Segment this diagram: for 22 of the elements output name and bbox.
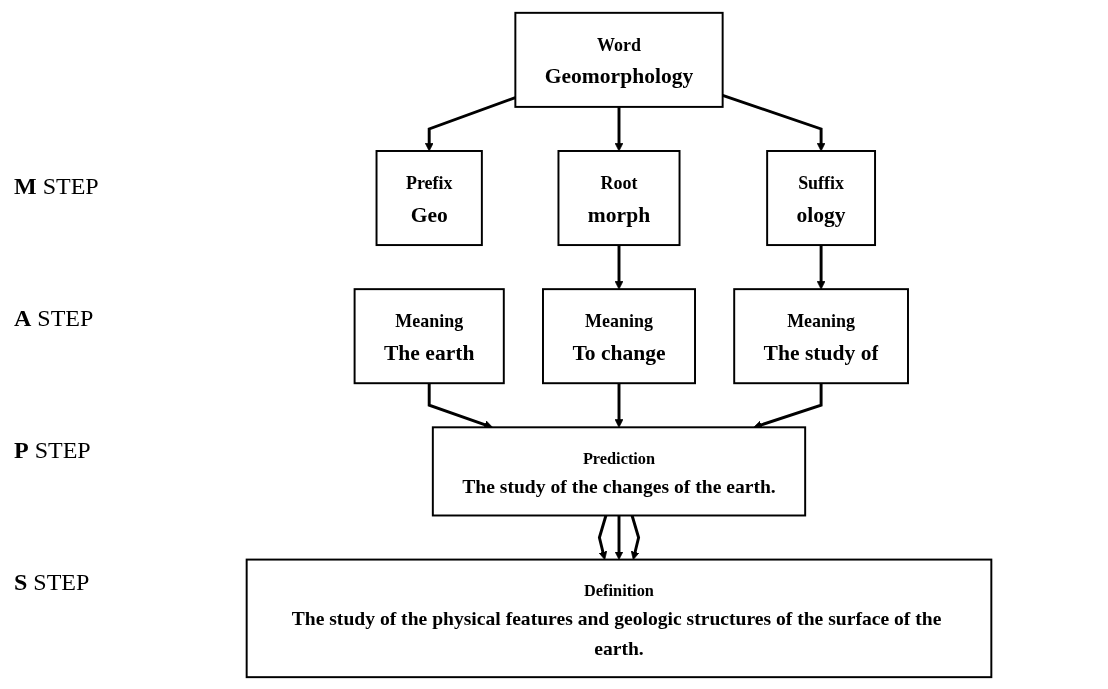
node-box: Meaning To change [542, 287, 696, 384]
arrow [722, 93, 826, 151]
step-label: P STEP [14, 437, 92, 465]
arrow [614, 244, 624, 290]
arrow [630, 514, 641, 560]
step-label: M STEP [14, 172, 100, 200]
node-box: Word Geomorphology [514, 11, 724, 108]
node-box: Definition The study of the physical features and geologic structures of the surface of the earth. [245, 558, 993, 678]
arrow [424, 95, 516, 151]
node-box: Meaning The earth [353, 287, 505, 384]
node-box: Prediction The study of the changes of the earth. [431, 425, 807, 516]
step-label: S STEP [14, 569, 91, 597]
arrow [597, 514, 608, 560]
step-label: A STEP [14, 304, 95, 332]
node-box: Root morph [557, 149, 681, 246]
arrow [614, 515, 624, 560]
arrow [614, 106, 624, 151]
arrow [614, 382, 624, 428]
node-box: Suffix ology [766, 149, 877, 246]
node-box: Meaning The study of [733, 287, 909, 384]
node-box: Prefix Geo [375, 149, 483, 246]
arrow [816, 244, 826, 290]
